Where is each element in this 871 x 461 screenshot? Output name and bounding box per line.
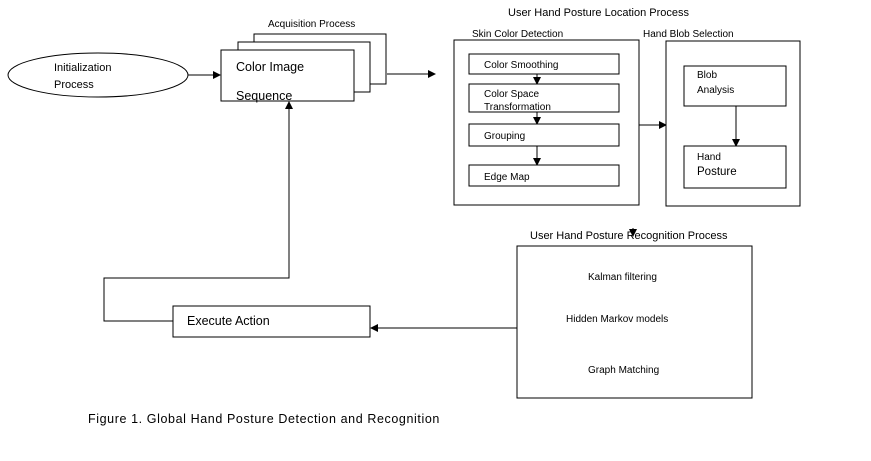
grouping-box	[468, 123, 620, 147]
edge-map-box	[468, 164, 620, 187]
feedback-loop-arrow	[103, 101, 293, 322]
hand-label: Hand	[697, 152, 721, 163]
initialization-ellipse	[7, 52, 189, 98]
color-smoothing-label: Color Smoothing	[484, 60, 558, 71]
color-space-transformation-box	[468, 83, 620, 113]
sequence-label: Sequence	[236, 89, 292, 103]
analysis-label: Analysis	[697, 85, 734, 96]
grouping-label: Grouping	[484, 131, 525, 142]
edge-map-label: Edge Map	[484, 172, 530, 183]
execute-action-label: Execute Action	[187, 314, 270, 328]
blob-label: Blob	[697, 70, 717, 81]
skin-color-detection-title: Skin Color Detection	[472, 29, 563, 40]
figure-caption: Figure 1. Global Hand Posture Detection …	[88, 412, 440, 426]
posture-label: Posture	[697, 166, 737, 178]
hand-posture-box	[683, 145, 787, 189]
kalman-filtering-label: Kalman filtering	[588, 272, 657, 283]
graph-matching-label: Graph Matching	[588, 365, 659, 376]
color-smoothing-box	[468, 53, 620, 75]
process-label: Process	[54, 79, 94, 91]
color-image-label: Color Image	[236, 60, 304, 74]
transformation-label: Transformation	[484, 102, 551, 113]
recognition-box	[516, 245, 753, 399]
color-image-sequence-box	[220, 49, 355, 102]
location-process-title: User Hand Posture Location Process	[508, 7, 689, 19]
hidden-markov-models-label: Hidden Markov models	[566, 314, 668, 325]
hand-blob-selection-title: Hand Blob Selection	[643, 29, 734, 40]
recognition-process-title: User Hand Posture Recognition Process	[530, 230, 728, 242]
initialization-label: Initialization	[54, 62, 111, 74]
acquisition-process-title: Acquisition Process	[268, 19, 355, 30]
blob-analysis-box	[683, 65, 787, 107]
color-space-label: Color Space	[484, 89, 539, 100]
